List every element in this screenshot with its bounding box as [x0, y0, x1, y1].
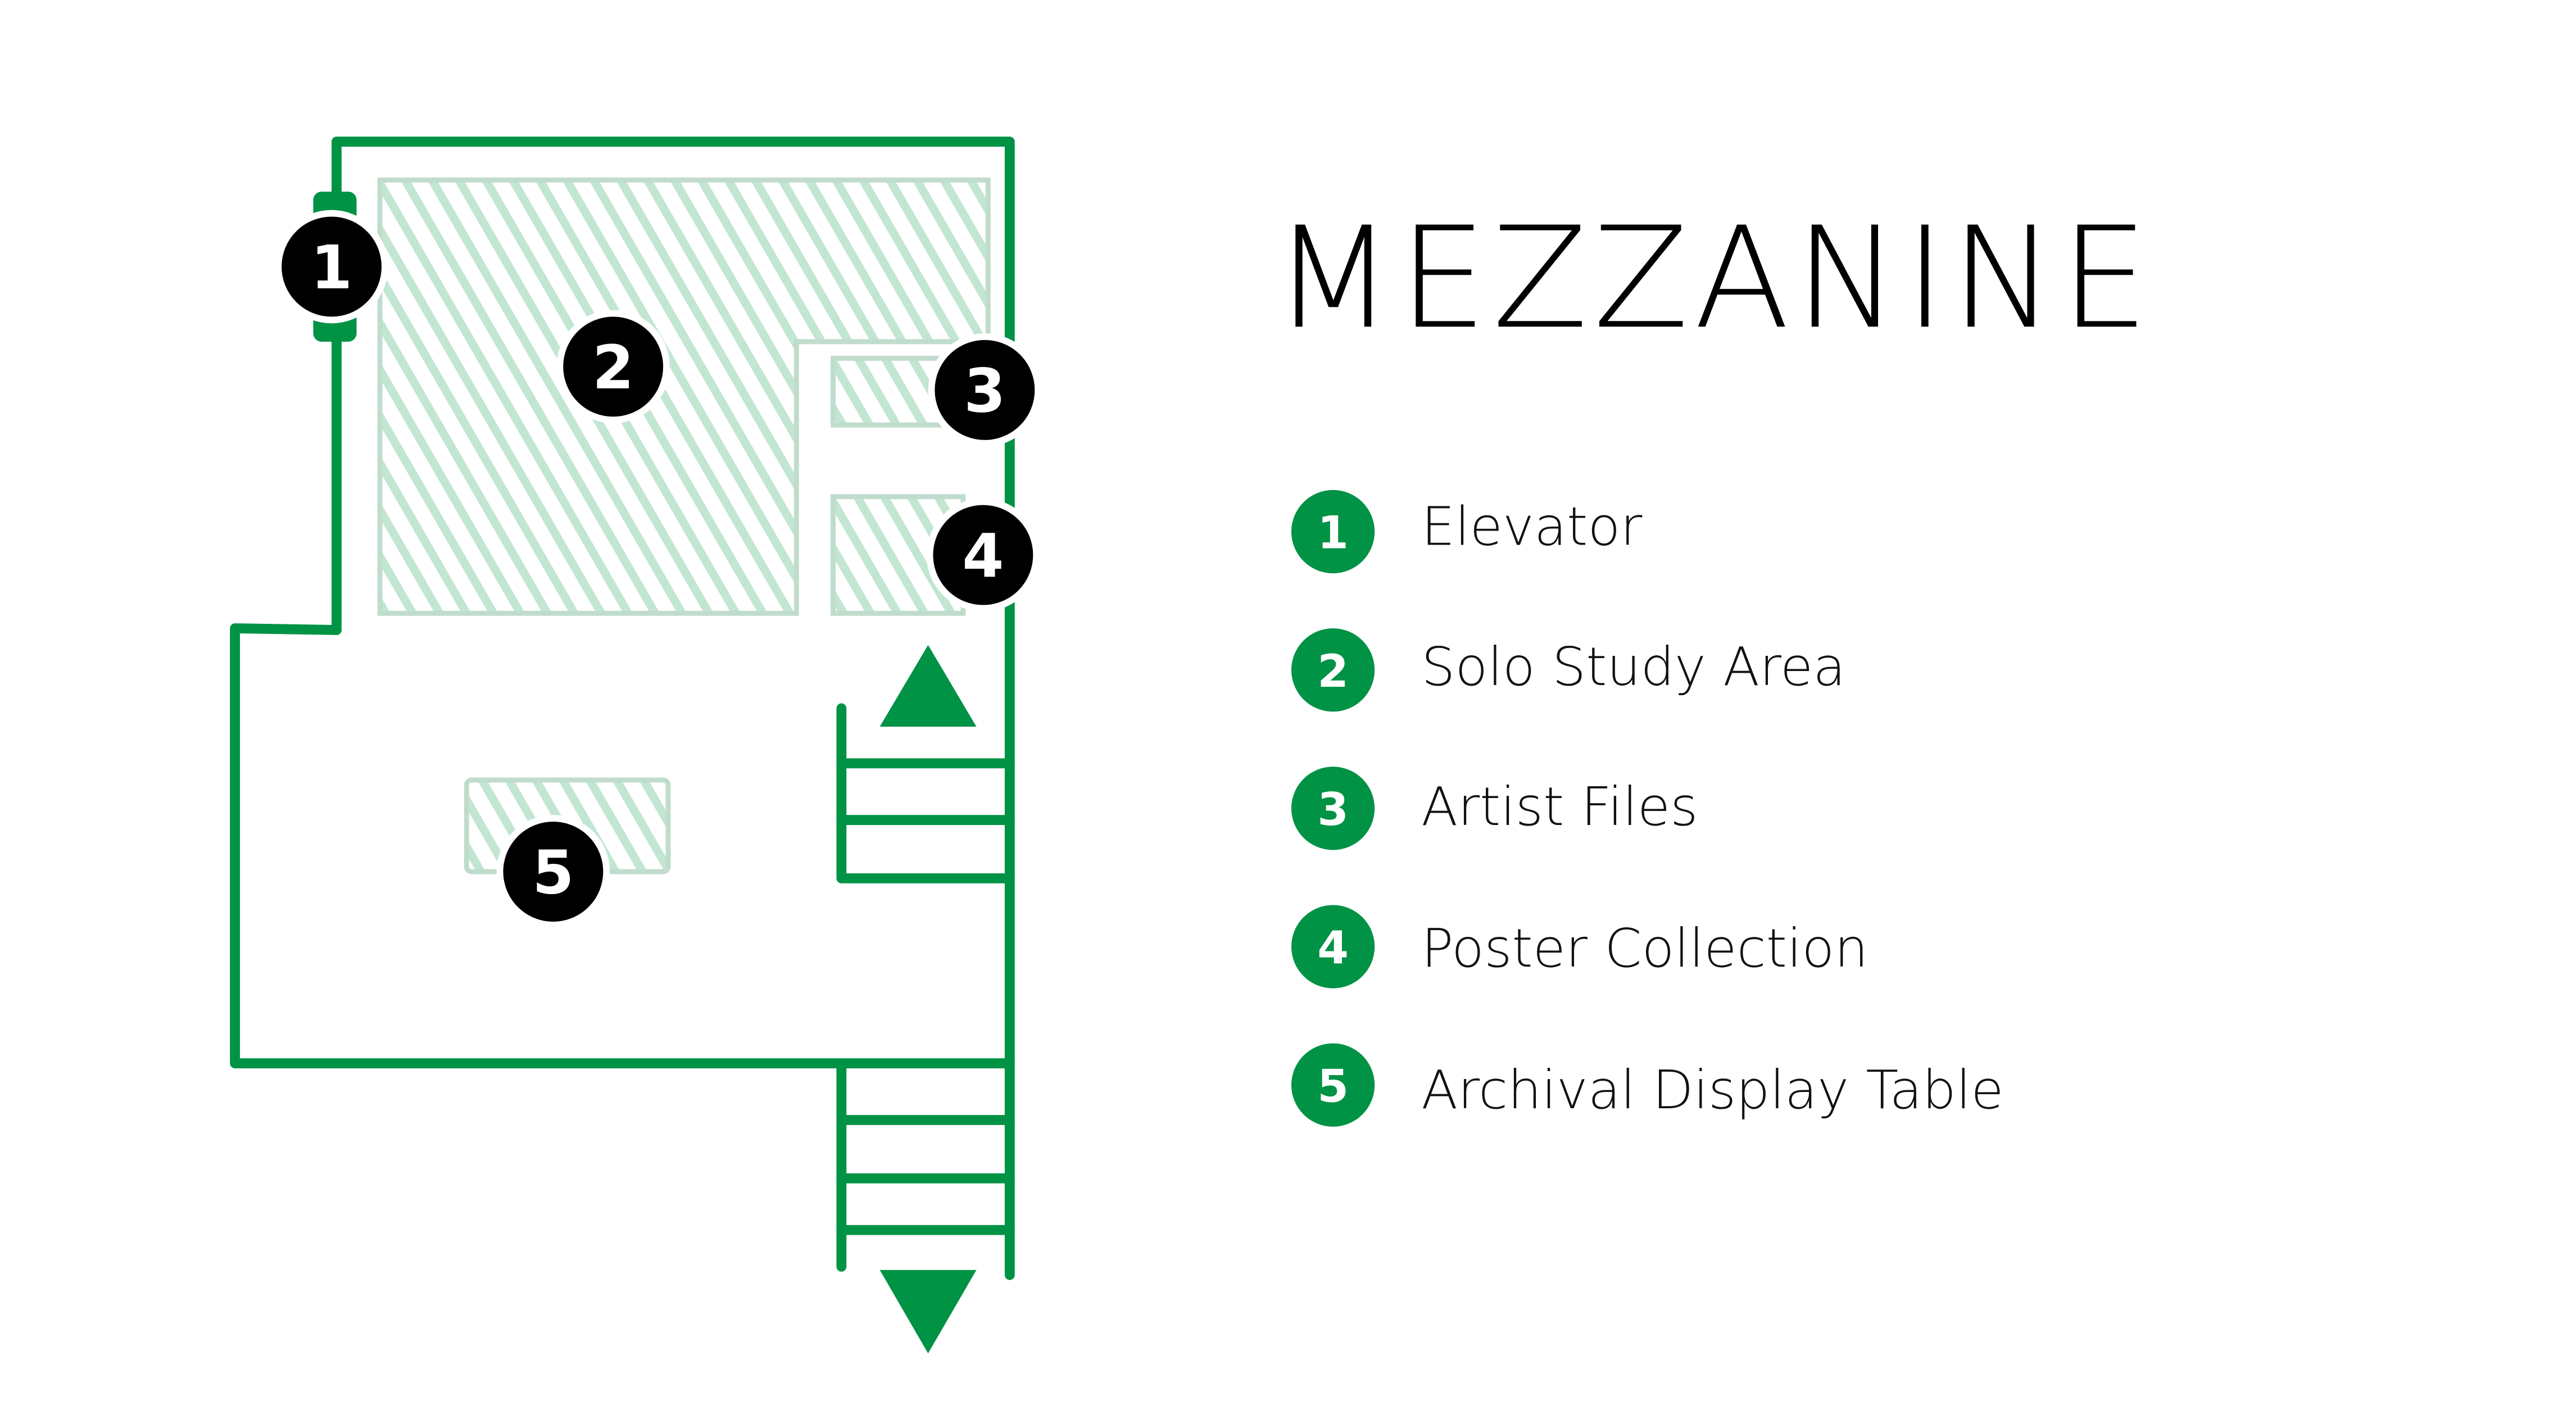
svg-text:Solo Study Area: Solo Study Area: [1421, 636, 1845, 698]
area-solo-study: [377, 177, 991, 616]
svg-text:2: 2: [592, 333, 634, 403]
legend-item-elevator: 1 Elevator: [1291, 490, 1642, 574]
marker-3[interactable]: 3: [928, 333, 1042, 447]
legend-item-archival-display-table: 5 Archival Display Table: [1291, 1043, 2004, 1127]
legend-item-poster-collection: 4 Poster Collection: [1291, 905, 1868, 989]
svg-text:2: 2: [1317, 645, 1349, 697]
svg-text:1: 1: [311, 233, 352, 303]
svg-text:Elevator: Elevator: [1421, 496, 1642, 558]
legend-item-solo-study: 2 Solo Study Area: [1291, 628, 1845, 712]
svg-text:1: 1: [1317, 507, 1349, 559]
legend-item-artist-files: 3 Artist Files: [1291, 767, 1698, 850]
triangle-up-icon: [879, 645, 977, 727]
svg-text:3: 3: [1317, 783, 1349, 836]
svg-text:Archival Display Table: Archival Display Table: [1421, 1059, 2003, 1121]
svg-text:4: 4: [962, 522, 1004, 591]
svg-text:3: 3: [964, 356, 1005, 426]
svg-text:5: 5: [532, 839, 574, 908]
stairs-lower: [836, 1062, 1015, 1272]
floor-title: MEZZANINE: [1273, 197, 2153, 360]
marker-2[interactable]: 2: [556, 310, 670, 424]
outer-wall: [332, 137, 1015, 1280]
lower-wall: [230, 623, 1015, 1068]
svg-text:5: 5: [1317, 1060, 1349, 1112]
marker-5[interactable]: 5: [496, 815, 610, 928]
marker-4[interactable]: 4: [926, 498, 1040, 612]
stairs-upper: [836, 703, 1015, 883]
svg-text:4: 4: [1317, 922, 1349, 974]
marker-1[interactable]: 1: [275, 210, 388, 324]
svg-text:Artist Files: Artist Files: [1421, 776, 1698, 838]
triangle-down-icon: [879, 1270, 977, 1354]
svg-text:Poster Collection: Poster Collection: [1421, 918, 1868, 980]
